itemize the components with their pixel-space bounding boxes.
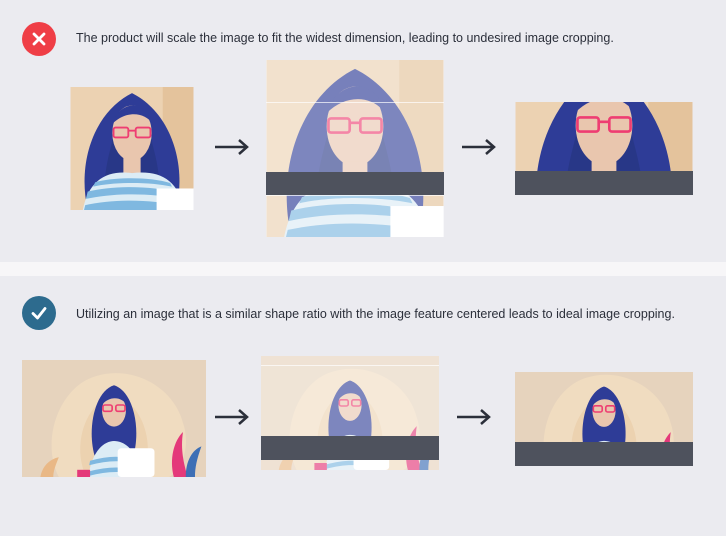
bad-example-caption: The product will scale the image to fit … bbox=[76, 31, 614, 45]
crop-bar bbox=[515, 442, 693, 466]
crop-bar bbox=[266, 172, 444, 195]
crop-bar bbox=[515, 171, 693, 195]
right-arrow-icon bbox=[215, 409, 249, 425]
checkmark-icon bbox=[31, 307, 47, 320]
right-arrow-icon bbox=[457, 409, 491, 425]
original-wide-image bbox=[22, 360, 206, 477]
error-badge bbox=[22, 22, 56, 56]
right-arrow-icon bbox=[215, 139, 249, 155]
bad-example-panel: The product will scale the image to fit … bbox=[0, 0, 726, 262]
crop-bar bbox=[261, 436, 439, 460]
scaled-image-with-crop-frame bbox=[266, 60, 444, 237]
cropped-result-image bbox=[515, 102, 693, 195]
good-example-panel: Utilizing an image that is a similar sha… bbox=[0, 276, 726, 536]
right-arrow-icon bbox=[462, 139, 496, 155]
crop-overlay-bottom bbox=[266, 195, 444, 237]
cropped-result-image bbox=[515, 372, 693, 466]
good-example-caption: Utilizing an image that is a similar sha… bbox=[76, 307, 675, 321]
crop-overlay-top bbox=[261, 356, 439, 366]
original-square-image bbox=[70, 87, 194, 210]
success-badge bbox=[22, 296, 56, 330]
crop-overlay-top bbox=[266, 60, 444, 103]
crop-overlay-bottom bbox=[261, 460, 439, 470]
x-close-icon bbox=[32, 32, 46, 46]
scaled-image-with-crop-frame bbox=[261, 356, 439, 470]
